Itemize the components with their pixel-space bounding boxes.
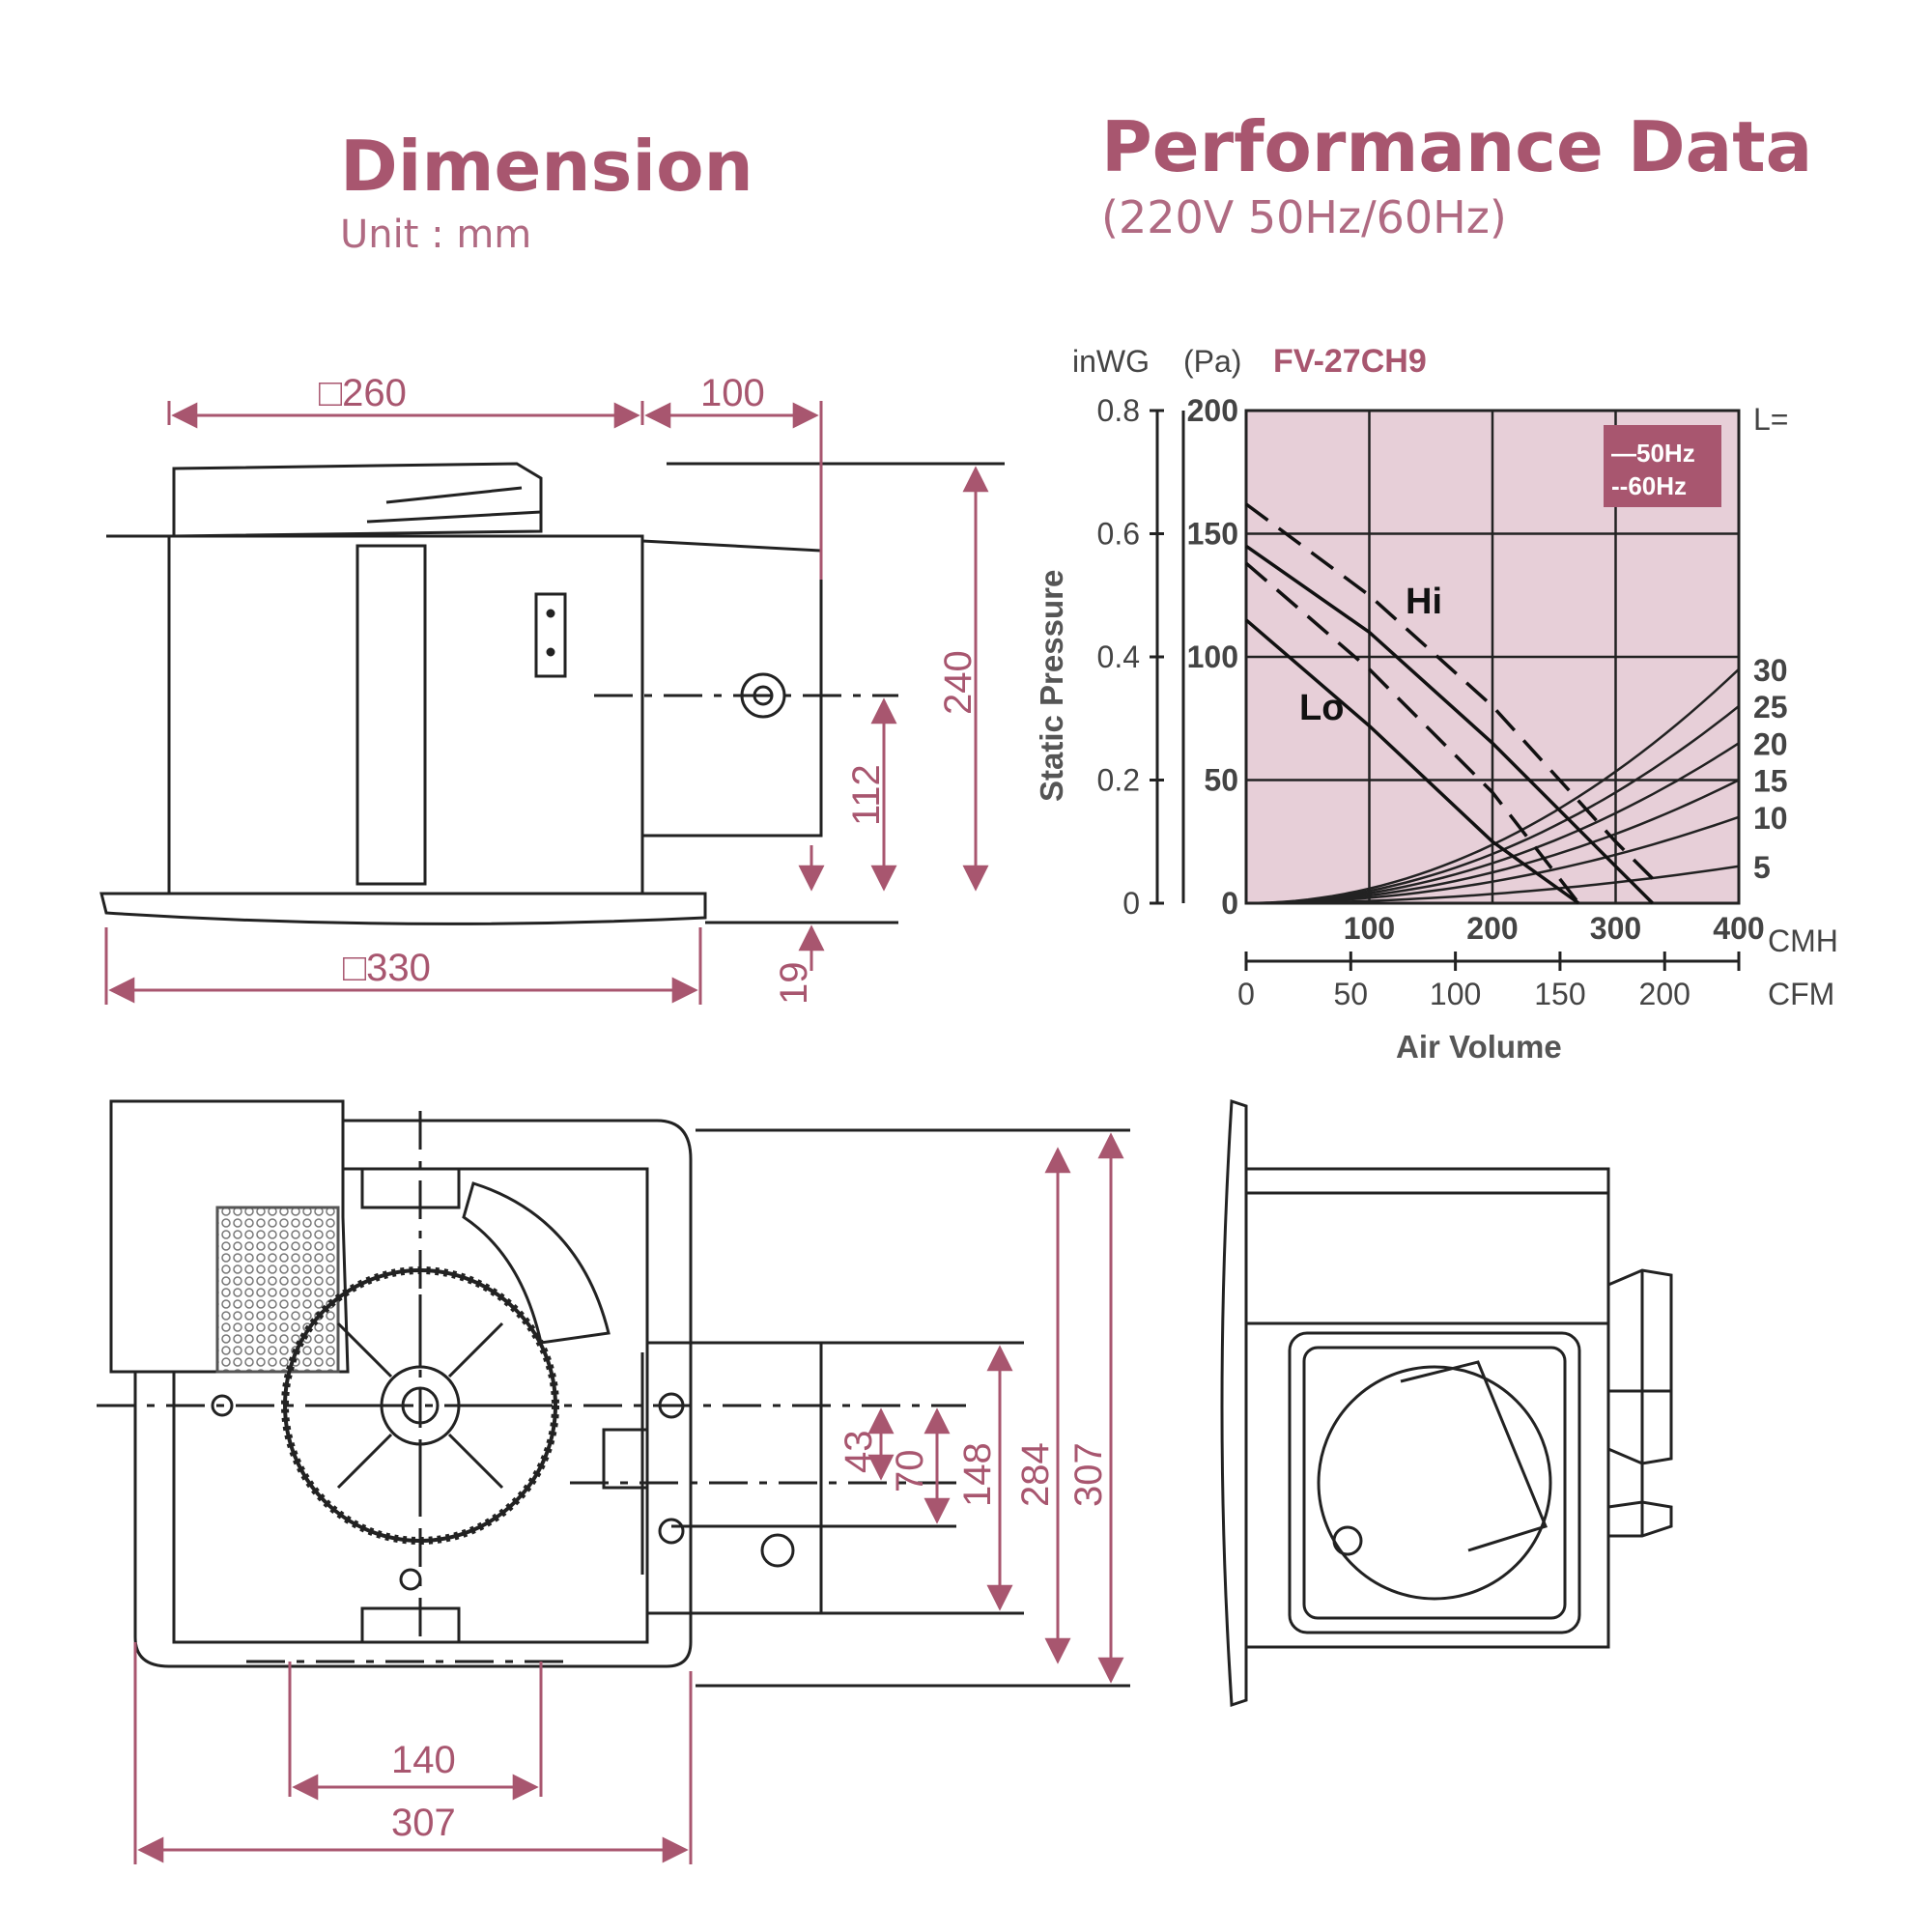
chart-legend bbox=[1604, 425, 1721, 507]
dim-overall-width-307: 307 bbox=[391, 1802, 456, 1844]
y-tick-inwg: 0 bbox=[1122, 886, 1140, 921]
chart-y-ticks-inwg: 0 0.2 0.4 0.6 0.8 bbox=[1097, 393, 1140, 921]
dim-width-260: □260 bbox=[319, 372, 407, 414]
x-tick-cfm: 0 bbox=[1237, 977, 1255, 1011]
series-label-hi: Hi bbox=[1406, 582, 1442, 622]
chart-duct-resistance-curves bbox=[1245, 668, 1740, 905]
y-tick-inwg: 0.8 bbox=[1097, 393, 1140, 428]
y-tick-inwg: 0.2 bbox=[1097, 763, 1140, 798]
x-unit-cmh: CMH bbox=[1768, 923, 1838, 958]
duct-length-label: 25 bbox=[1753, 690, 1788, 724]
series-lo-50hz bbox=[1244, 618, 1580, 905]
series-hi-50hz bbox=[1244, 544, 1655, 905]
y-tick-inwg: 0.6 bbox=[1097, 517, 1140, 552]
dim-depth-284: 284 bbox=[1014, 1442, 1057, 1507]
x-unit-cfm: CFM bbox=[1768, 977, 1834, 1011]
y-tick-pa: 50 bbox=[1204, 763, 1238, 798]
chart-y-ticks-pa: 0 50 100 150 200 bbox=[1187, 393, 1238, 921]
bottom-view-dimensions bbox=[133, 1132, 1124, 1864]
dim-offset-43: 43 bbox=[838, 1431, 880, 1474]
front-view-dimensions bbox=[104, 401, 989, 1005]
dim-offset-70: 70 bbox=[889, 1450, 931, 1493]
dim-hole-spacing-140: 140 bbox=[391, 1739, 456, 1781]
duct-length-label: 10 bbox=[1753, 801, 1788, 836]
dim-height-240: 240 bbox=[937, 650, 980, 715]
x-tick-cfm: 150 bbox=[1534, 977, 1585, 1011]
chart-y-label: Static Pressure bbox=[1034, 570, 1069, 802]
chart-x-ticks-cmh: 100 200 300 400 bbox=[1344, 911, 1765, 946]
x-tick-cmh: 400 bbox=[1713, 911, 1764, 946]
legend-50hz: —50Hz bbox=[1611, 439, 1695, 468]
bottom-view-drawing bbox=[97, 1099, 1130, 1688]
front-view-drawing bbox=[99, 462, 1005, 925]
chart-x-label: Air Volume bbox=[1396, 1029, 1562, 1065]
y-tick-pa: 150 bbox=[1187, 517, 1238, 552]
dim-flange-330: □330 bbox=[343, 947, 431, 989]
y-tick-inwg: 0.4 bbox=[1097, 639, 1140, 674]
dim-duct-100: 100 bbox=[700, 372, 765, 414]
dim-overall-307-vertical: 307 bbox=[1067, 1442, 1110, 1507]
chart-series bbox=[1244, 502, 1655, 905]
performance-subtitle: (220V 50Hz/60Hz) bbox=[1101, 191, 1507, 243]
series-label-lo: Lo bbox=[1299, 688, 1344, 728]
y-tick-pa: 0 bbox=[1221, 886, 1238, 921]
x-tick-cmh: 200 bbox=[1466, 911, 1518, 946]
duct-length-label: 20 bbox=[1753, 726, 1788, 761]
duct-length-label: 30 bbox=[1753, 653, 1788, 688]
dim-center-112: 112 bbox=[845, 764, 888, 826]
chart-model-title: FV-27CH9 bbox=[1273, 343, 1427, 380]
l-label: L= bbox=[1753, 402, 1788, 437]
unit-label: Unit : mm bbox=[340, 213, 532, 257]
series-lo-60hz bbox=[1244, 561, 1580, 905]
dim-thickness-19: 19 bbox=[773, 962, 815, 1006]
duct-length-label: 5 bbox=[1753, 850, 1771, 885]
chart-cfm-axis: 0 50 100 150 200 bbox=[1237, 952, 1741, 1011]
dimension-title: Dimension bbox=[340, 126, 753, 207]
y-tick-pa: 100 bbox=[1187, 639, 1238, 674]
y-tick-pa: 200 bbox=[1187, 393, 1238, 428]
chart-grid bbox=[1246, 411, 1739, 903]
x-tick-cmh: 300 bbox=[1590, 911, 1641, 946]
y-unit-inwg: inWG bbox=[1072, 344, 1150, 379]
duct-length-label: 15 bbox=[1753, 764, 1788, 799]
chart-y-axes bbox=[1150, 409, 1185, 905]
series-hi-60hz bbox=[1244, 502, 1655, 880]
side-view-drawing bbox=[1220, 1098, 1673, 1708]
y-unit-pa: (Pa) bbox=[1183, 344, 1241, 379]
x-tick-cmh: 100 bbox=[1344, 911, 1395, 946]
x-tick-cfm: 100 bbox=[1430, 977, 1481, 1011]
duct-curve bbox=[1245, 815, 1740, 905]
dim-offset-148: 148 bbox=[956, 1442, 999, 1507]
legend-60hz: --60Hz bbox=[1611, 471, 1687, 500]
duct-curve bbox=[1246, 865, 1740, 905]
performance-title: Performance Data bbox=[1101, 106, 1813, 187]
x-tick-cfm: 200 bbox=[1639, 977, 1690, 1011]
x-tick-cfm: 50 bbox=[1334, 977, 1369, 1011]
